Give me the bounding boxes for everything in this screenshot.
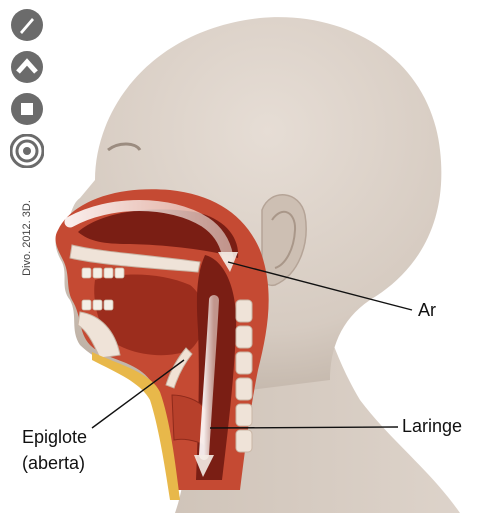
label-larynx: Laringe	[402, 415, 462, 437]
label-air: Ar	[418, 299, 436, 321]
label-epiglottis-state: (aberta)	[22, 452, 85, 474]
spiral-icon	[10, 134, 44, 168]
stop-icon	[10, 92, 44, 126]
compass-icon	[10, 8, 44, 42]
chevron-up-icon	[10, 50, 44, 84]
label-epiglottis: Epiglote	[22, 426, 87, 448]
image-credit: Divo. 2012. 3D.	[21, 198, 33, 278]
